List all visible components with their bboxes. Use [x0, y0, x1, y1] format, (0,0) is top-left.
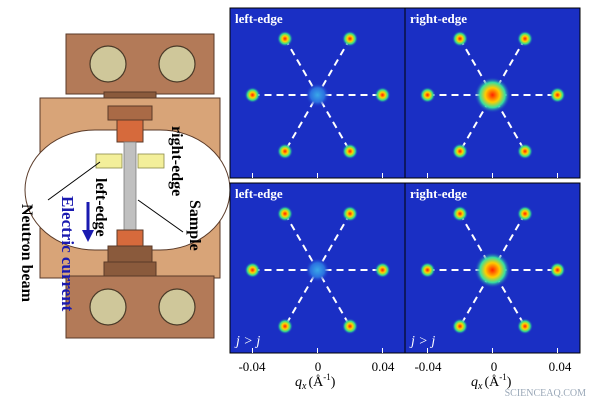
panel-label: right-edge — [410, 11, 467, 26]
sans-panel-top-left: left-edge — [229, 7, 406, 179]
bragg-spot — [342, 143, 358, 160]
top-electrode-base — [107, 105, 153, 121]
bragg-spot — [517, 205, 533, 222]
panel-label: right-edge — [410, 186, 467, 201]
center-beam — [474, 252, 511, 288]
panel-label: left-edge — [235, 186, 283, 201]
bottom-electrode-base — [107, 245, 153, 263]
bragg-spot — [342, 318, 358, 335]
left-beam-window — [95, 153, 123, 169]
bragg-spot — [549, 87, 566, 103]
sample-pointer — [137, 199, 184, 233]
bottom-left-bolt — [89, 288, 127, 326]
watermark: SCIENCEAQ.COM — [505, 388, 587, 399]
bragg-spot — [517, 318, 533, 335]
top-right-bolt — [158, 45, 196, 83]
left-edge-label: left-edge — [92, 178, 109, 237]
sans-panel-bottom-left: left-edge j > j — [229, 182, 406, 354]
bragg-spot — [452, 143, 468, 160]
center-beam — [305, 258, 330, 282]
tick-left-panel-neg: -0.04 — [238, 359, 266, 374]
bottom-right-bolt — [158, 288, 196, 326]
bragg-spot — [419, 87, 436, 103]
x-axis-label-right: qx(Å-1) — [471, 372, 512, 392]
tick-right-panel-pos: 0.04 — [549, 359, 572, 374]
bragg-spot — [452, 205, 468, 222]
bragg-spot — [244, 262, 261, 278]
sample-strip — [123, 141, 137, 233]
tick-right-panel-neg: -0.04 — [414, 359, 442, 374]
bottom-electrode — [116, 229, 144, 249]
bragg-spot — [277, 205, 293, 222]
bragg-spot — [342, 30, 358, 47]
neutron-beam-label: Neutron beam — [18, 204, 35, 303]
top-left-bolt — [89, 45, 127, 83]
panel-label: left-edge — [235, 11, 283, 26]
bragg-spot — [244, 87, 261, 103]
center-beam — [474, 77, 511, 113]
current-condition-note: j > j — [234, 334, 260, 349]
x-axis: -0.04 0 0.04 -0.04 0 0.04 qx(Å-1) qx(Å-1… — [238, 359, 571, 392]
bragg-spot — [452, 30, 468, 47]
right-edge-label: right-edge — [168, 126, 185, 196]
bragg-spot — [374, 87, 391, 103]
current-condition-note: j > j — [409, 334, 435, 349]
x-axis-label-left: qx(Å-1) — [295, 372, 336, 392]
top-electrode — [116, 119, 144, 143]
bragg-spot — [549, 262, 566, 278]
tick-left-panel-pos: 0.04 — [372, 359, 395, 374]
beam-pointer — [47, 161, 101, 201]
center-beam — [305, 83, 330, 107]
bragg-spot — [277, 143, 293, 160]
bragg-spot — [452, 318, 468, 335]
bragg-spot — [517, 143, 533, 160]
bragg-spot — [517, 30, 533, 47]
current-arrow-head — [82, 230, 94, 242]
sample-holder-diagram: Sample right-edge left-edge Neutron beam… — [18, 33, 231, 339]
bragg-spot — [342, 205, 358, 222]
sans-panel-bottom-right: right-edge j > j — [404, 182, 581, 354]
tick-left-panel-zero: 0 — [315, 359, 322, 374]
sample-label: Sample — [186, 200, 203, 251]
electric-current-label: Electric current — [58, 196, 77, 312]
tick-right-panel-zero: 0 — [491, 359, 498, 374]
bragg-spot — [277, 318, 293, 335]
bragg-spot — [419, 262, 436, 278]
bragg-spot — [277, 30, 293, 47]
right-beam-window — [137, 153, 165, 169]
sans-panel-top-right: right-edge — [404, 7, 581, 179]
bragg-spot — [374, 262, 391, 278]
